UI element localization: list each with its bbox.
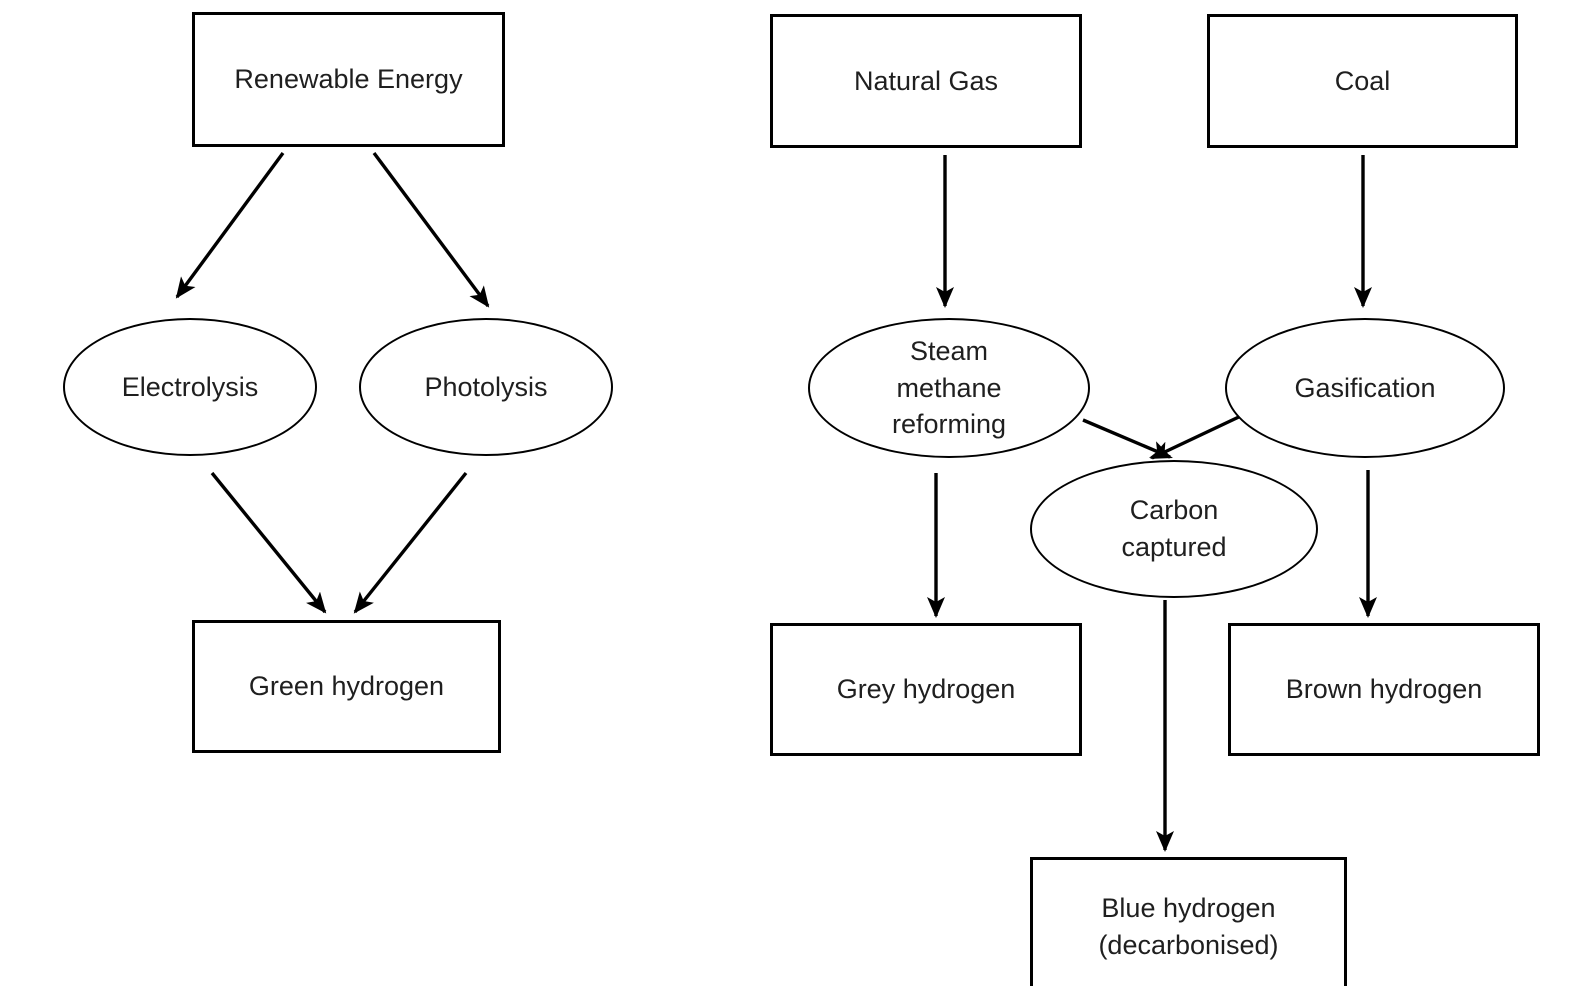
node-photolysis: Photolysis bbox=[359, 318, 613, 456]
edge-renewable-to-photolysis bbox=[372, 151, 490, 308]
node-coal: Coal bbox=[1207, 14, 1518, 148]
node-carbon-captured: Carbon captured bbox=[1030, 460, 1318, 598]
node-gasification: Gasification bbox=[1225, 318, 1505, 458]
node-green-hydrogen: Green hydrogen bbox=[192, 620, 501, 753]
node-grey-hydrogen-label: Grey hydrogen bbox=[836, 674, 1016, 705]
node-blue-hydrogen-label: Blue hydrogen (decarbonised) bbox=[1098, 893, 1279, 960]
node-renewable-energy: Renewable Energy bbox=[192, 12, 505, 147]
node-coal-label: Coal bbox=[1334, 65, 1391, 96]
node-natural-gas-label: Natural Gas bbox=[853, 65, 999, 96]
edge-photolysis-to-green-hydrogen bbox=[353, 471, 468, 614]
node-steam-methane-reforming: Steam methane reforming bbox=[808, 318, 1090, 458]
node-brown-hydrogen-label: Brown hydrogen bbox=[1285, 674, 1483, 705]
node-brown-hydrogen: Brown hydrogen bbox=[1228, 623, 1540, 756]
edge-electrolysis-to-green-hydrogen bbox=[210, 471, 327, 614]
node-natural-gas: Natural Gas bbox=[770, 14, 1082, 148]
node-carbon-captured-label: Carbon captured bbox=[1121, 495, 1227, 562]
node-grey-hydrogen: Grey hydrogen bbox=[770, 623, 1082, 756]
edge-smr-to-carbon-captured bbox=[1082, 418, 1172, 459]
edge-gasification-to-carbon-captured bbox=[1150, 413, 1244, 460]
node-green-hydrogen-label: Green hydrogen bbox=[248, 671, 445, 702]
node-gasification-label: Gasification bbox=[1294, 372, 1436, 403]
node-blue-hydrogen: Blue hydrogen (decarbonised) bbox=[1030, 857, 1347, 986]
node-electrolysis: Electrolysis bbox=[63, 318, 317, 456]
edge-renewable-to-electrolysis bbox=[175, 151, 285, 299]
node-renewable-energy-label: Renewable Energy bbox=[234, 64, 463, 95]
node-photolysis-label: Photolysis bbox=[424, 371, 548, 402]
node-steam-methane-reforming-label: Steam methane reforming bbox=[891, 335, 1007, 440]
node-electrolysis-label: Electrolysis bbox=[121, 371, 259, 402]
